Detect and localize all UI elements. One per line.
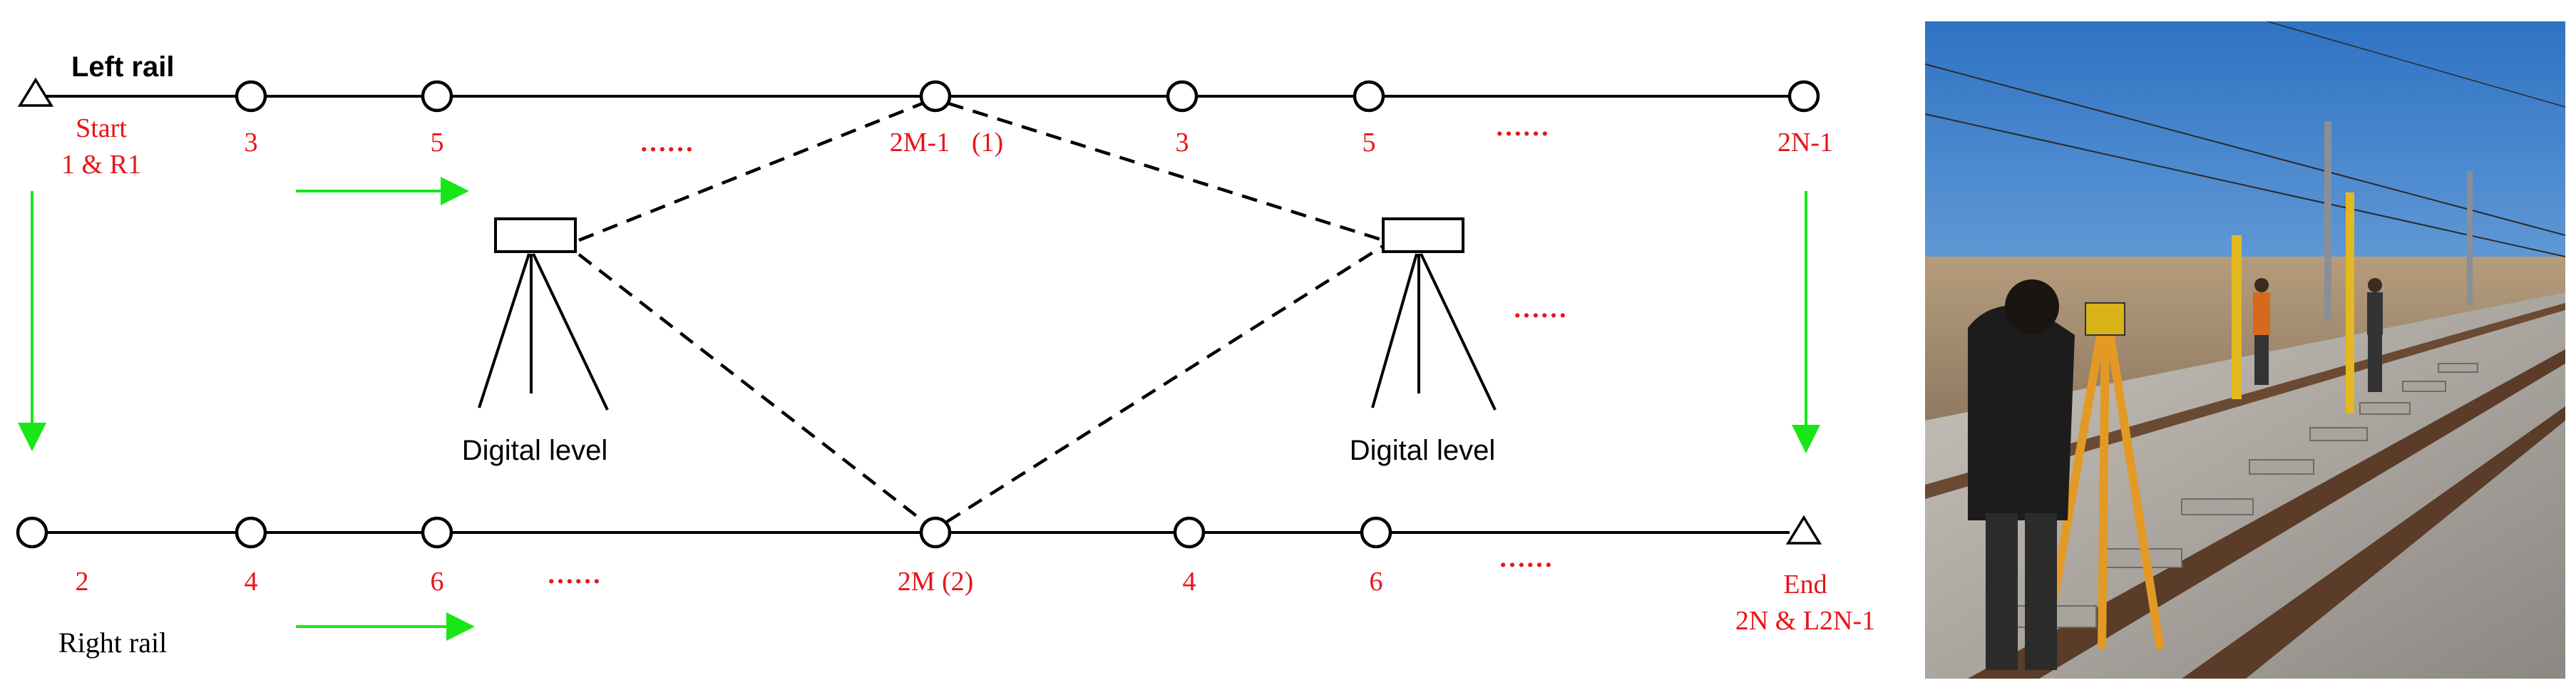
station-bottom-2 <box>16 516 48 549</box>
top-label-paren-1: (1) <box>972 128 1003 158</box>
end-benchmark-triangle <box>1785 515 1822 545</box>
bottom-label-6b: 6 <box>1370 567 1383 597</box>
station-top-5b <box>1353 80 1385 113</box>
digital-level-instrument-2 <box>1371 217 1497 411</box>
top-label-2n-1: 2N-1 <box>1777 128 1833 158</box>
sight-line-3 <box>948 101 1384 242</box>
sight-line-2 <box>578 253 925 523</box>
sight-line-4 <box>945 245 1385 523</box>
station-bottom-6b <box>1360 516 1392 549</box>
start-benchmark-triangle <box>17 77 54 107</box>
bottom-label-6: 6 <box>431 567 444 597</box>
top-label-5: 5 <box>431 128 444 158</box>
bottom-label-2m: 2M (2) <box>898 567 974 597</box>
start-label-line2: 1 & R1 <box>61 150 141 180</box>
top-label-5b: 5 <box>1363 128 1376 158</box>
digital-level-instrument-1 <box>478 217 609 411</box>
bottom-label-2: 2 <box>76 567 89 597</box>
level-label-2: Digital level <box>1350 435 1496 466</box>
survey-diagram: Left rail Right rail Start 1 & R1 3 5 ……… <box>16 51 1875 659</box>
sight-line-1 <box>578 101 923 242</box>
station-bottom-4 <box>235 516 267 549</box>
station-top-3 <box>235 80 267 113</box>
top-ellipsis-1: …… <box>640 128 694 158</box>
station-top-3b <box>1166 80 1199 113</box>
end-label-line2: 2N & L2N-1 <box>1735 606 1875 636</box>
station-top-2m-1 <box>919 80 952 113</box>
bottom-label-4: 4 <box>245 567 258 597</box>
start-label-line1: Start <box>76 113 127 143</box>
top-label-3b: 3 <box>1176 128 1189 158</box>
top-ellipsis-2: …… <box>1495 112 1549 142</box>
station-bottom-2m <box>919 516 952 549</box>
bottom-label-4b: 4 <box>1183 567 1196 597</box>
station-top-5 <box>421 80 453 113</box>
left-rail-label: Left rail <box>71 51 174 83</box>
bottom-ellipsis-1: …… <box>547 560 601 590</box>
middle-ellipsis: …… <box>1513 294 1567 324</box>
top-label-2m-1: 2M-1 <box>890 128 950 158</box>
photo-surveyors-on-track <box>1925 21 2565 679</box>
station-bottom-6 <box>421 516 453 549</box>
top-label-3: 3 <box>245 128 258 158</box>
end-label-line1: End <box>1783 570 1827 599</box>
right-rail-label: Right rail <box>58 627 167 659</box>
station-bottom-4b <box>1173 516 1206 549</box>
bottom-ellipsis-2: …… <box>1499 543 1553 573</box>
station-top-2n-1 <box>1787 80 1820 113</box>
level-label-1: Digital level <box>462 435 608 466</box>
